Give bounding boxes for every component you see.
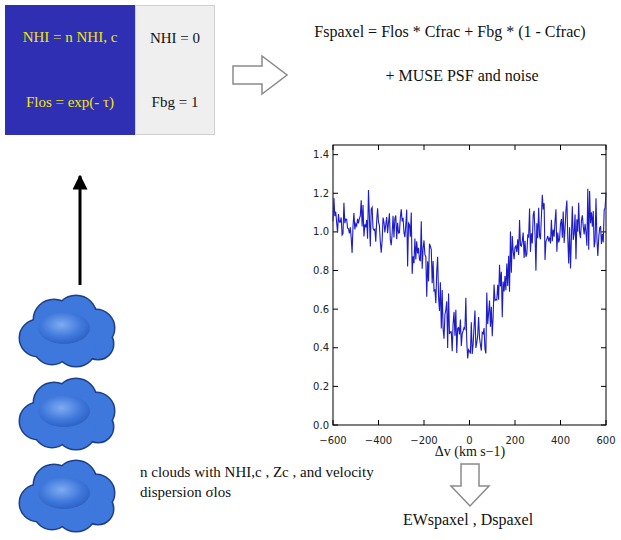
tick-mark (469, 420, 470, 425)
tick-mark (333, 420, 334, 425)
tick-mark (333, 309, 338, 310)
tick-mark (333, 347, 338, 348)
axis-label: Δv (km s−1) (435, 444, 506, 460)
tick-label: 0.4 (313, 342, 329, 353)
cloud (20, 461, 114, 531)
tick-label: 400 (551, 435, 570, 446)
tick-label: 0.2 (313, 381, 329, 392)
tick-label: 0.6 (313, 304, 329, 315)
tick-label: −600 (319, 435, 346, 446)
tick-mark (469, 145, 470, 150)
tick-label: −400 (365, 435, 392, 446)
background-box: NHI = 0 Fbg = 1 (135, 5, 215, 135)
up-arrow (79, 176, 82, 285)
tick-mark (601, 347, 606, 348)
tick-label: 200 (505, 435, 524, 446)
tick-mark (606, 420, 607, 425)
tick-mark (601, 193, 606, 194)
tick-mark (601, 386, 606, 387)
cloud-shade (38, 312, 90, 344)
tick-label: 0.8 (313, 265, 329, 276)
tick-mark (378, 145, 379, 150)
tick-mark (333, 386, 338, 387)
cloud-shade (38, 395, 90, 427)
tick-mark (333, 145, 334, 150)
node-text: NHI = n NHI, c (23, 29, 118, 46)
tick-label: 600 (596, 435, 615, 446)
hollow-arrow (233, 56, 287, 94)
tick-mark (601, 309, 606, 310)
hollow-arrow (451, 464, 489, 506)
tick-label: −200 (410, 435, 437, 446)
annotation: + MUSE PSF and noise (385, 67, 538, 85)
cloud-shade (38, 477, 90, 509)
result-label: EWspaxel , Dspaxel (403, 511, 533, 529)
tick-mark (333, 270, 338, 271)
clouds (20, 296, 114, 531)
tick-mark (560, 145, 561, 150)
node-text: Fbg = 1 (152, 94, 199, 111)
cloud-description: n clouds with NHI,c , Zc , and velocity … (140, 462, 385, 503)
tick-mark (333, 193, 338, 194)
tick-mark (560, 420, 561, 425)
tick-mark (601, 425, 606, 426)
tick-label: 0.0 (313, 420, 329, 431)
cloud (20, 379, 114, 449)
cloud (20, 296, 114, 366)
tick-label: 1.0 (313, 226, 329, 237)
tick-label: 1.2 (313, 188, 329, 199)
spectrum-line (333, 189, 606, 359)
tick-label: 1.4 (313, 149, 329, 160)
node-text: NHI = 0 (150, 30, 200, 47)
tick-mark (601, 154, 606, 155)
tick-mark (606, 145, 607, 150)
spectrum-plot (333, 145, 606, 425)
tick-mark (424, 420, 425, 425)
tick-mark (515, 420, 516, 425)
node-text: Flos = exp(- τ) (26, 94, 114, 111)
column-box: NHI = n NHI, c Flos = exp(- τ) (5, 5, 135, 135)
tick-mark (333, 425, 338, 426)
tick-mark (424, 145, 425, 150)
tick-mark (515, 145, 516, 150)
tick-mark (333, 154, 338, 155)
tick-mark (601, 270, 606, 271)
formula: Fspaxel = Flos * Cfrac + Fbg * (1 - Cfra… (314, 23, 585, 41)
tick-mark (378, 420, 379, 425)
plot-frame (333, 145, 606, 425)
